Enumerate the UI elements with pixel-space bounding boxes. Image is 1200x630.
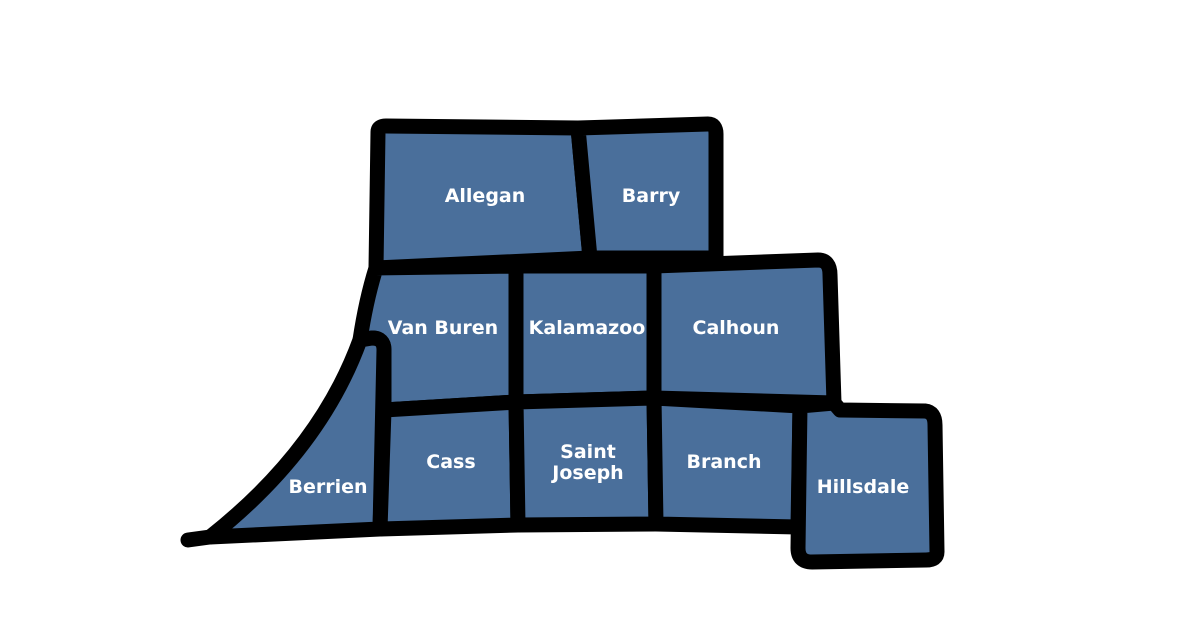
label-allegan: Allegan bbox=[445, 185, 526, 207]
label-cass: Cass bbox=[426, 451, 475, 473]
label-saint-joseph-line2: Joseph bbox=[550, 462, 623, 484]
label-calhoun: Calhoun bbox=[693, 317, 780, 339]
county-calhoun[interactable] bbox=[646, 252, 842, 411]
county-berrien[interactable] bbox=[202, 330, 392, 545]
label-van-buren: Van Buren bbox=[388, 317, 498, 339]
label-saint-joseph-line1: Saint bbox=[560, 441, 616, 463]
label-berrien: Berrien bbox=[288, 476, 367, 498]
label-hillsdale: Hillsdale bbox=[817, 476, 910, 498]
county-barry[interactable] bbox=[570, 116, 724, 266]
state-border-line bbox=[180, 529, 218, 548]
label-branch: Branch bbox=[687, 451, 762, 473]
county-hillsdale[interactable] bbox=[790, 395, 945, 570]
label-barry: Barry bbox=[622, 185, 681, 207]
label-kalamazoo: Kalamazoo bbox=[529, 317, 646, 339]
